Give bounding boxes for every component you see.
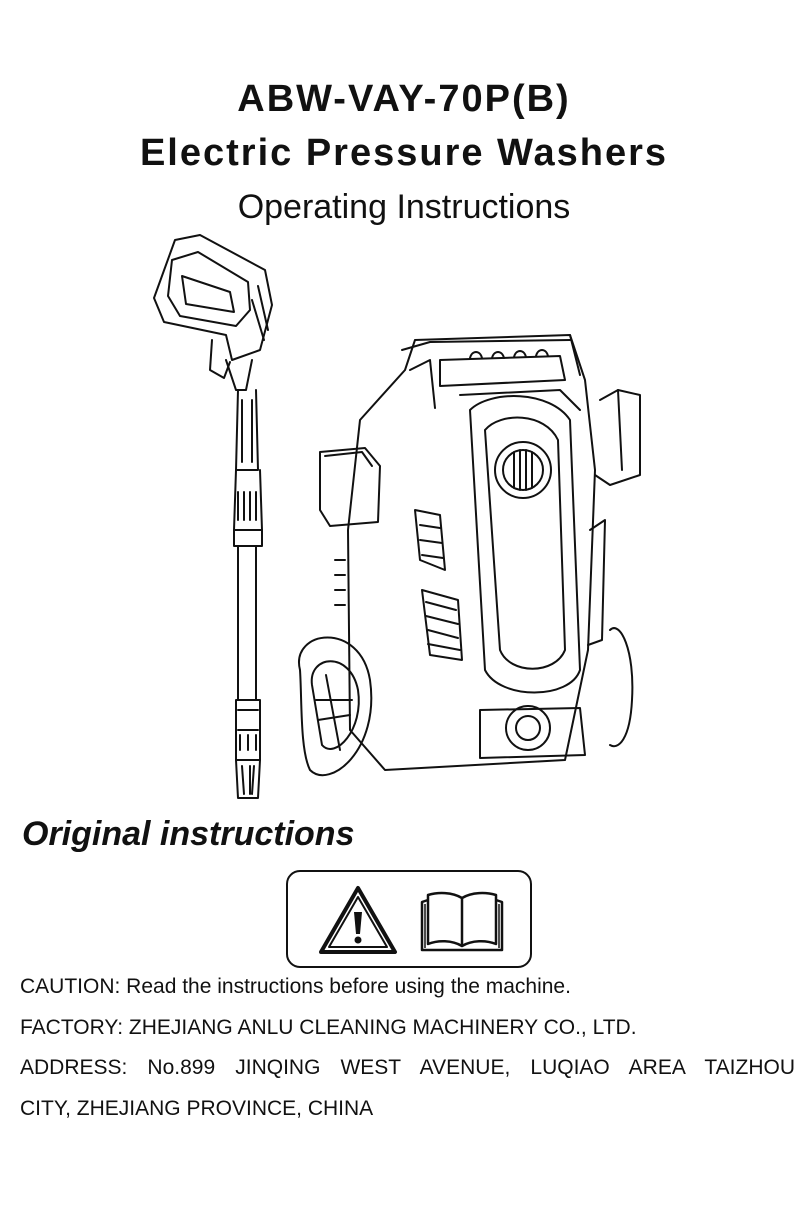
address-line-1: ADDRESS: No.899 JINQING WEST AVENUE, LUQ… bbox=[20, 1056, 795, 1079]
warning-triangle-icon bbox=[319, 886, 397, 954]
washer-icon bbox=[298, 334, 641, 777]
original-instructions-heading: Original instructions bbox=[22, 815, 355, 853]
model-title: ABW-VAY-70P(B) bbox=[237, 78, 571, 120]
product-illustration bbox=[153, 234, 641, 799]
product-title: Electric Pressure Washers bbox=[139, 132, 669, 174]
factory-text: FACTORY: ZHEJIANG ANLU CLEANING MACHINER… bbox=[20, 1016, 637, 1039]
address-line-2: CITY, ZHEJIANG PROVINCE, CHINA bbox=[20, 1097, 374, 1120]
spray-gun-icon bbox=[153, 234, 273, 799]
read-manual-book-icon bbox=[420, 891, 504, 952]
caution-text: CAUTION: Read the instructions before us… bbox=[20, 975, 571, 998]
safety-symbols-box bbox=[286, 870, 532, 968]
subtitle: Operating Instructions bbox=[237, 188, 571, 226]
